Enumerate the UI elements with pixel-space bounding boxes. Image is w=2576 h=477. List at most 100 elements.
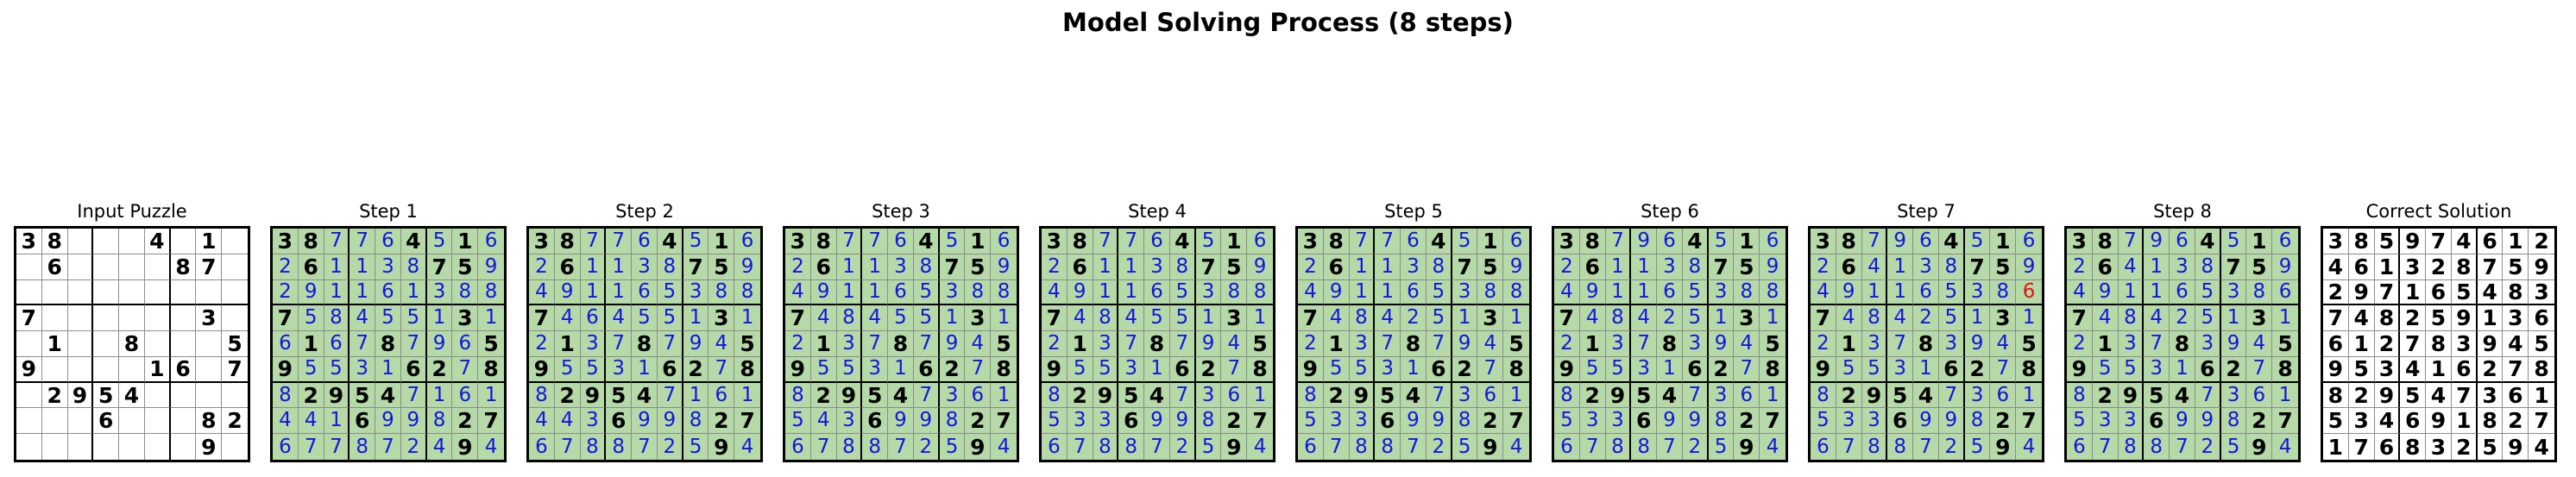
grid-cell: 5 <box>2400 382 2427 409</box>
grid-cell: 9 <box>1221 434 1248 460</box>
grid-cell: 9 <box>478 254 504 280</box>
grid-cell: 4 <box>119 382 145 409</box>
grid-cell: 9 <box>1093 382 1119 409</box>
grid-cell <box>93 331 120 357</box>
grid-cell: 1 <box>2348 331 2375 357</box>
grid-cell: 4 <box>1375 305 1401 332</box>
grid-cell: 4 <box>2426 382 2452 409</box>
grid-cell: 6 <box>2246 382 2273 409</box>
grid-cell: 5 <box>2220 229 2247 254</box>
grid-cell: 3 <box>836 408 863 435</box>
grid-cell: 5 <box>1195 434 1222 460</box>
grid-cell: 2 <box>2246 408 2273 435</box>
grid-cell: 7 <box>1503 408 1529 435</box>
grid-cell: 3 <box>2348 408 2375 435</box>
grid-cell: 5 <box>554 356 581 383</box>
grid-cell: 1 <box>1195 305 1222 332</box>
grid-cell: 8 <box>1760 279 1786 306</box>
grid-cell: 9 <box>580 382 607 409</box>
grid-cell: 7 <box>1811 305 1836 332</box>
grid-cell: 9 <box>2503 434 2529 460</box>
grid-cell: 1 <box>862 279 889 306</box>
grid-cell: 8 <box>734 279 760 306</box>
grid-cell: 8 <box>1067 229 1093 254</box>
grid-cell: 4 <box>554 305 581 332</box>
grid-cell: 5 <box>1579 356 1606 383</box>
grid-cell: 5 <box>2118 356 2145 383</box>
grid-cell: 7 <box>1734 356 1760 383</box>
grid-cell: 1 <box>1349 279 1376 306</box>
grid-cell: 7 <box>426 254 453 280</box>
grid-cell: 4 <box>1118 305 1145 332</box>
panel-title: Step 7 <box>1897 201 1956 222</box>
grid-cell: 2 <box>1042 331 1068 357</box>
grid-cell: 9 <box>2067 356 2093 383</box>
grid-cell: 1 <box>1118 279 1145 306</box>
grid-cell: 9 <box>1861 382 1888 409</box>
grid-cell: 3 <box>273 229 299 254</box>
grid-cell: 4 <box>1734 331 1760 357</box>
grid-cell: 9 <box>991 254 1017 280</box>
grid-cell: 8 <box>1169 254 1196 280</box>
grid-cell: 8 <box>1938 254 1965 280</box>
grid-cell: 4 <box>1067 305 1093 332</box>
grid-cell: 4 <box>1990 331 2017 357</box>
grid-cell: 4 <box>1144 382 1170 409</box>
grid-cell: 8 <box>1554 382 1580 409</box>
grid-cell: 1 <box>965 229 992 254</box>
grid-cell: 7 <box>1554 305 1580 332</box>
grid-cell: 5 <box>1195 229 1222 254</box>
grid-cell: 8 <box>273 382 299 409</box>
grid-cell: 9 <box>1657 408 1683 435</box>
grid-cell <box>222 229 248 254</box>
grid-cell: 4 <box>1169 229 1196 254</box>
grid-cell: 7 <box>1247 408 1273 435</box>
grid-cell: 5 <box>580 356 607 383</box>
grid-cell: 2 <box>1554 331 1580 357</box>
grid-cell: 3 <box>1298 229 1324 254</box>
grid-cell: 5 <box>709 254 735 280</box>
grid-cell <box>170 331 197 357</box>
grid-cell: 6 <box>709 382 735 409</box>
grid-cell <box>41 408 68 435</box>
grid-cell: 6 <box>1913 279 1939 306</box>
grid-cell: 9 <box>1887 229 1914 254</box>
grid-cell: 4 <box>1836 305 1862 332</box>
grid-cell: 6 <box>888 279 914 306</box>
grid-cell: 3 <box>375 254 401 280</box>
grid-cell: 4 <box>2144 305 2170 332</box>
grid-cell: 8 <box>836 305 863 332</box>
grid-cell: 8 <box>2477 408 2504 435</box>
grid-cell: 9 <box>1042 356 1068 383</box>
grid-cell: 5 <box>2195 279 2221 306</box>
grid-cell: 3 <box>1861 408 1888 435</box>
panel-title: Correct Solution <box>2365 201 2512 222</box>
grid-cell: 7 <box>298 434 324 460</box>
grid-cell: 3 <box>1195 279 1222 306</box>
grid-cell: 8 <box>2220 408 2247 435</box>
grid-cell: 1 <box>683 305 709 332</box>
grid-cell: 2 <box>1708 356 1735 383</box>
grid-cell: 2 <box>1477 408 1504 435</box>
grid-cell <box>93 434 120 460</box>
grid-cell: 3 <box>2400 254 2427 280</box>
grid-cell: 7 <box>1861 229 1888 254</box>
grid-cell: 8 <box>1708 408 1735 435</box>
grid-cell: 6 <box>965 382 992 409</box>
grid-cell: 8 <box>1631 434 1658 460</box>
grid-cell: 5 <box>298 305 324 332</box>
grid-cell: 7 <box>1118 229 1145 254</box>
grid-cell: 9 <box>1349 382 1376 409</box>
grid-cell <box>222 280 248 306</box>
grid-cell: 4 <box>2400 356 2427 383</box>
grid-cell: 5 <box>1426 279 1452 306</box>
grid-cell: 8 <box>1811 382 1836 409</box>
grid-cell: 8 <box>810 229 837 254</box>
grid-cell <box>196 382 223 409</box>
grid-cell: 1 <box>2118 279 2145 306</box>
grid-cell: 9 <box>1734 434 1760 460</box>
grid-cell: 1 <box>2144 279 2170 306</box>
